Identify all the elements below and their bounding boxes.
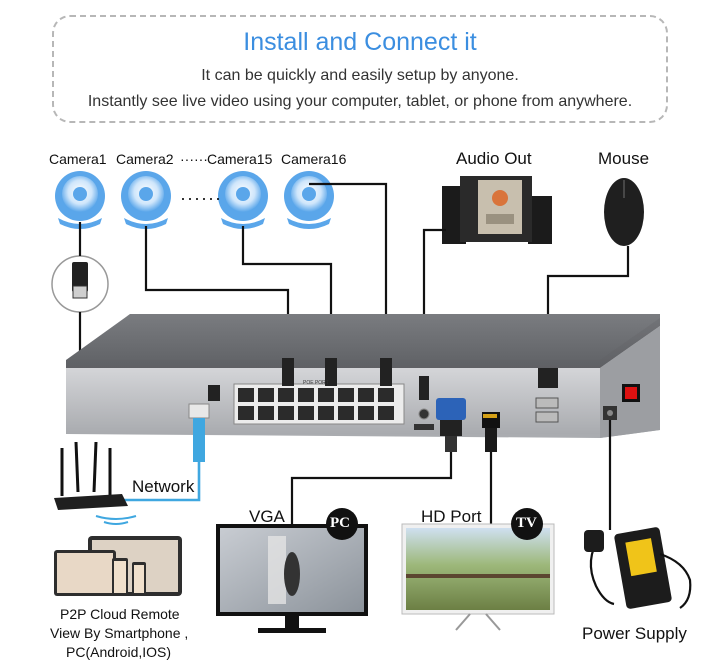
- router-icon: [54, 441, 137, 525]
- network-label: Network: [132, 477, 195, 496]
- camera-1-icon: [55, 171, 105, 229]
- mouse-label: Mouse: [598, 149, 650, 168]
- tv-icon: [401, 523, 555, 631]
- camera-2-icon: [121, 171, 171, 229]
- power-switch-icon: [622, 384, 640, 402]
- vga-port-icon: [436, 398, 466, 452]
- vga-cable: [290, 452, 453, 524]
- camera-row-dots: ······: [180, 188, 222, 208]
- subtitle-line-1: It can be quickly and easily setup by an…: [201, 67, 519, 84]
- pc-badge-text: PC: [330, 515, 350, 531]
- power-supply-label: Power Supply: [582, 624, 687, 643]
- monitor-icon: [216, 524, 368, 633]
- header-banner: [52, 15, 668, 123]
- camera-15-icon: [218, 171, 268, 229]
- p2p-line-2: View By Smartphone ,: [50, 625, 189, 641]
- usb-port-icon: [535, 368, 559, 423]
- network-plug-icon: [188, 403, 210, 462]
- subtitle-line-2: Instantly see live video using your comp…: [87, 93, 633, 110]
- power-adapter-icon: [584, 527, 692, 609]
- p2p-line-1: P2P Cloud Remote: [60, 606, 180, 622]
- poe-port-block: [233, 383, 405, 425]
- camera1-label: Camera1: [49, 151, 107, 167]
- audio-jack-icon: [414, 376, 434, 430]
- camera15-label: Camera15: [207, 151, 273, 167]
- rj45-plugs: [208, 358, 392, 401]
- audio-out-label: Audio Out: [456, 149, 532, 168]
- camera-16-icon: [284, 171, 334, 229]
- poe-port-label: POE PORT: [303, 380, 329, 386]
- tv-badge-text: TV: [516, 515, 537, 531]
- camera-ellipsis-label: ······: [180, 151, 208, 167]
- tv-badge-icon: [511, 508, 543, 540]
- rj45-connector-detail-icon: [51, 255, 109, 313]
- camera2-label: Camera2: [116, 151, 174, 167]
- p2p-line-3: PC(Android,IOS): [66, 644, 172, 660]
- vga-label: VGA: [249, 507, 285, 526]
- hdmi-port-icon: [482, 412, 500, 452]
- hd-port-label: HD Port: [421, 507, 482, 526]
- mouse-icon: [604, 178, 644, 246]
- camera16-label: Camera16: [281, 151, 347, 167]
- page-title: Install and Connect it: [243, 28, 477, 56]
- tablet-phone-icon: [54, 536, 182, 596]
- pc-badge-icon: [326, 508, 358, 540]
- speaker-icon: [442, 176, 552, 244]
- dc-jack-icon: [603, 406, 617, 420]
